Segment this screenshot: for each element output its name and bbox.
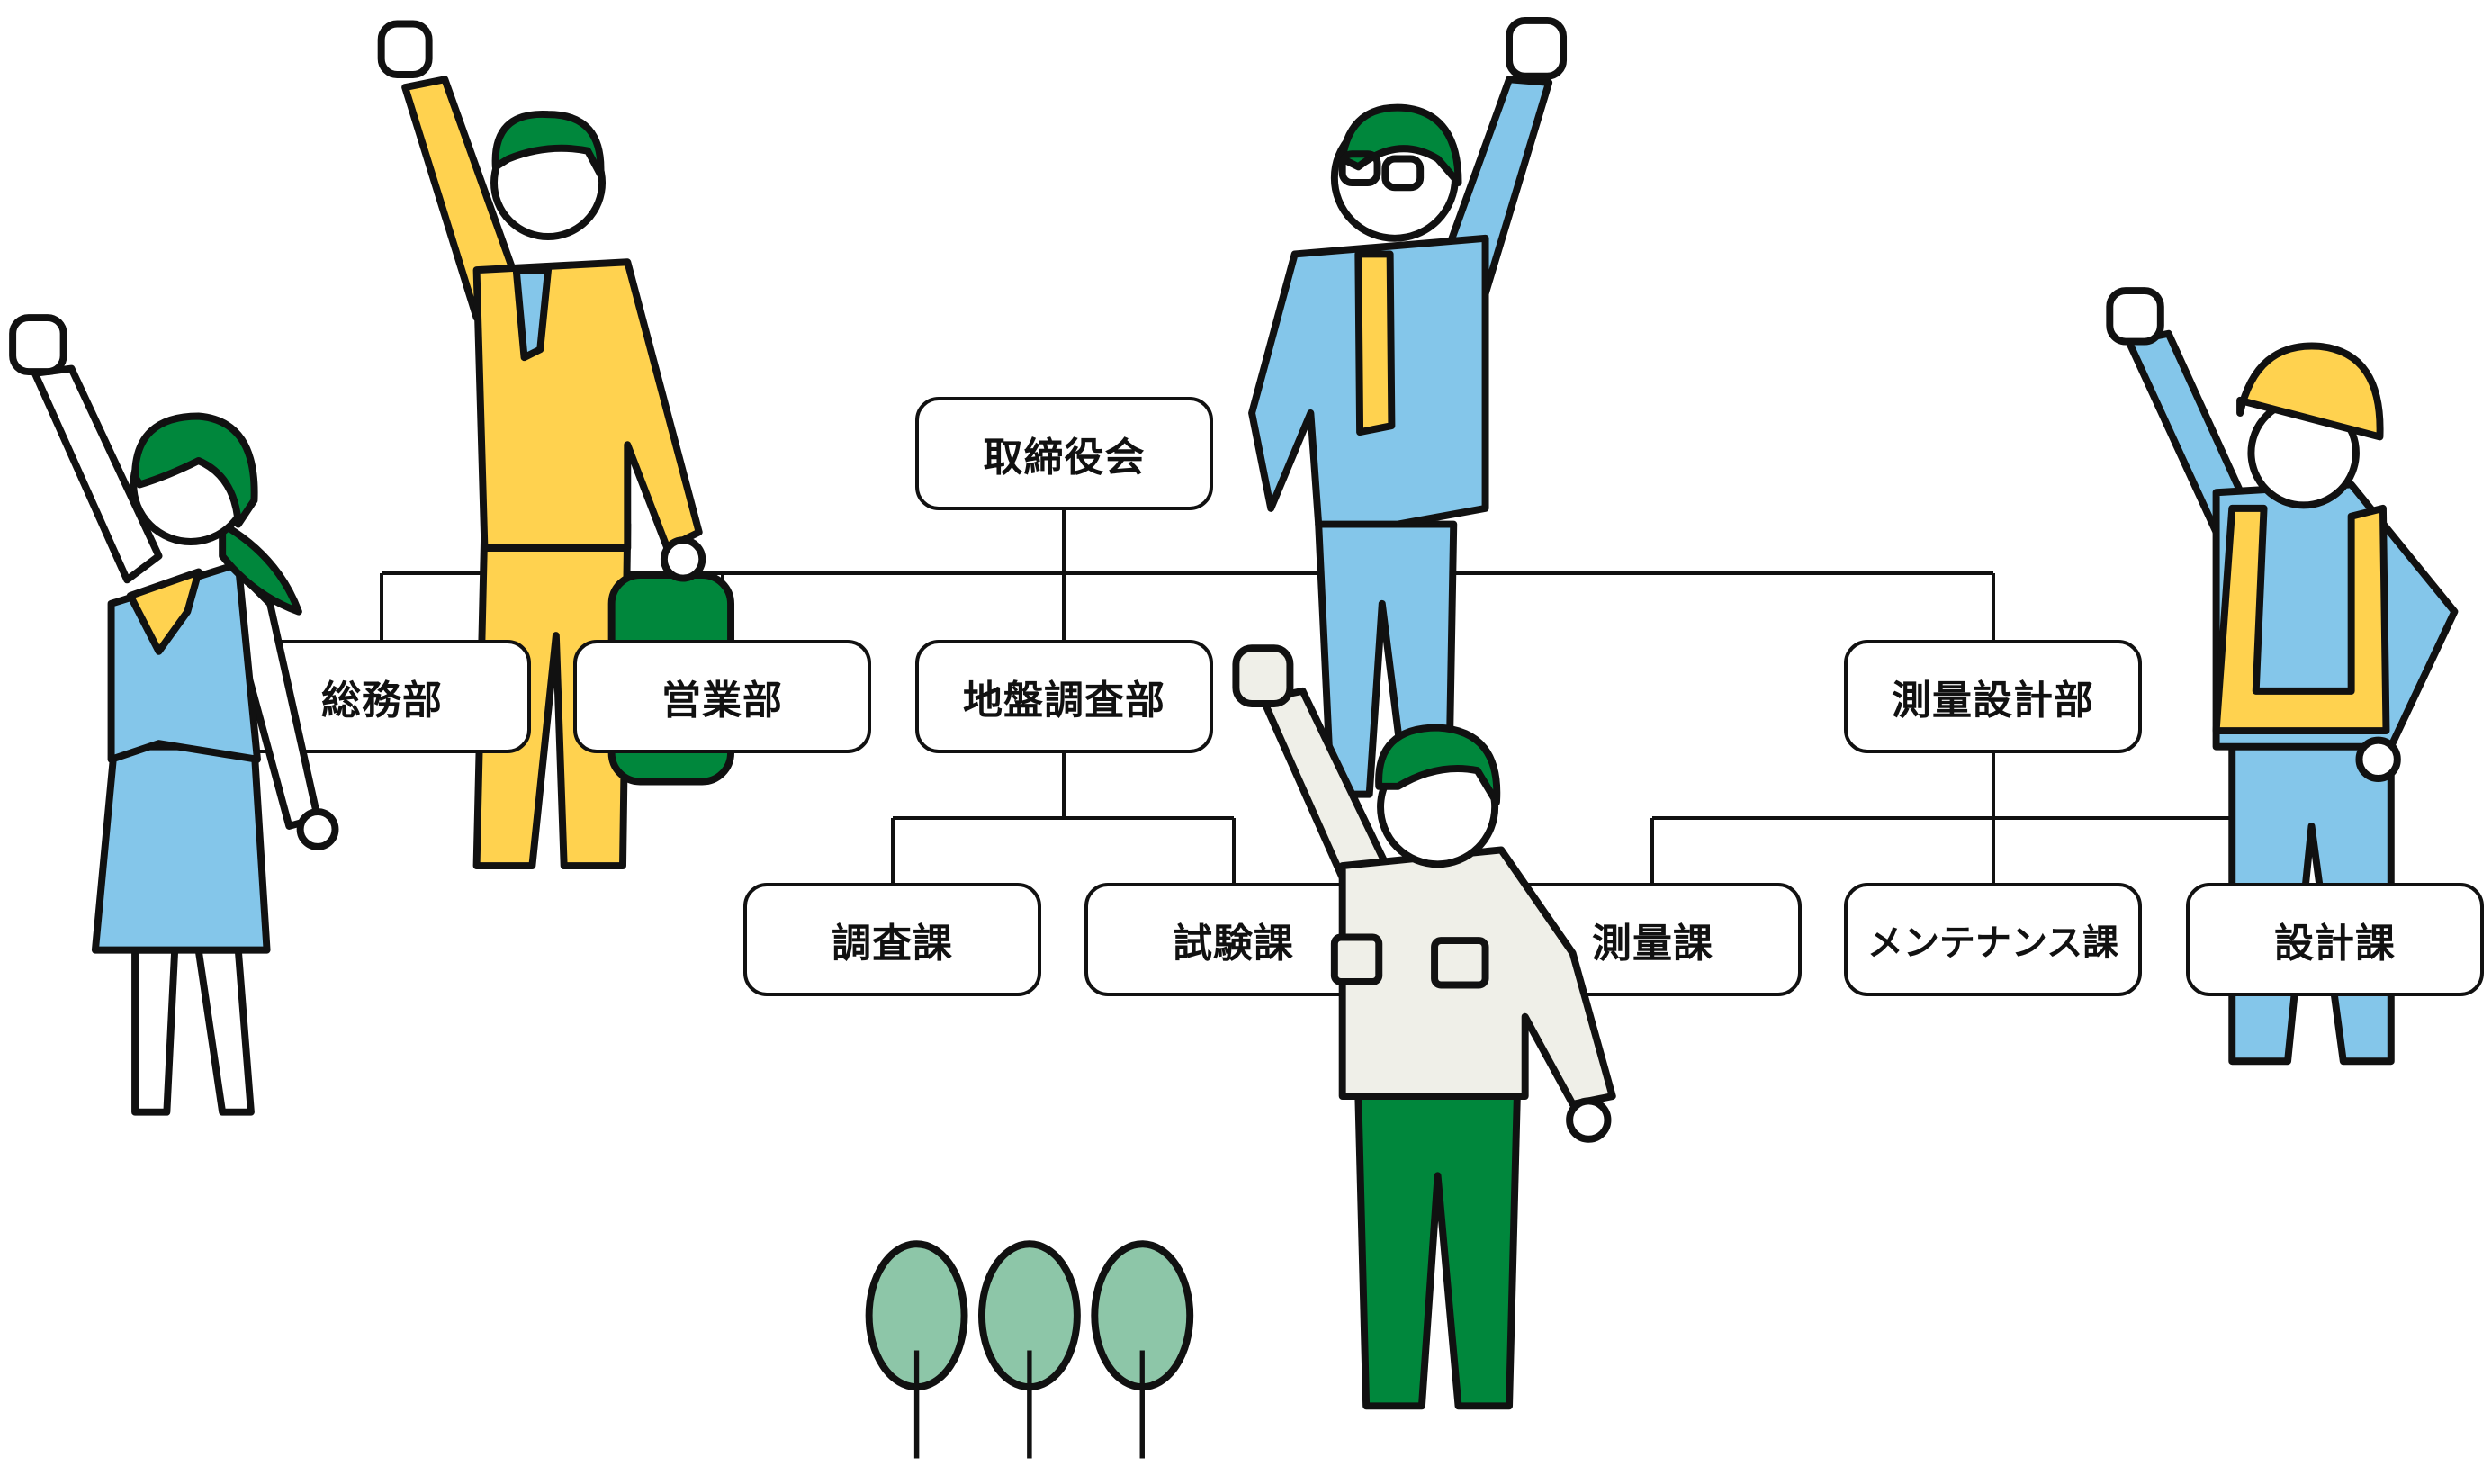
president-illustration [1248, 16, 1568, 798]
sales-dept-box: 営業部 [573, 640, 871, 753]
survey-section-box: 調査課 [743, 883, 1041, 996]
maintenance-section-box: メンテナンス課 [1844, 883, 2142, 996]
design-section-box: 設計課 [2186, 883, 2484, 996]
field-worker-illustration [1232, 644, 1616, 1410]
surveying-design-dept-box: 測量設計部 [1844, 640, 2142, 753]
office-woman-illustration [9, 314, 339, 1116]
geotechnical-survey-dept-box: 地盤調査部 [915, 640, 1213, 753]
trees-illustration [865, 1240, 1194, 1459]
board-of-directors-box: 取締役会 [915, 397, 1213, 510]
